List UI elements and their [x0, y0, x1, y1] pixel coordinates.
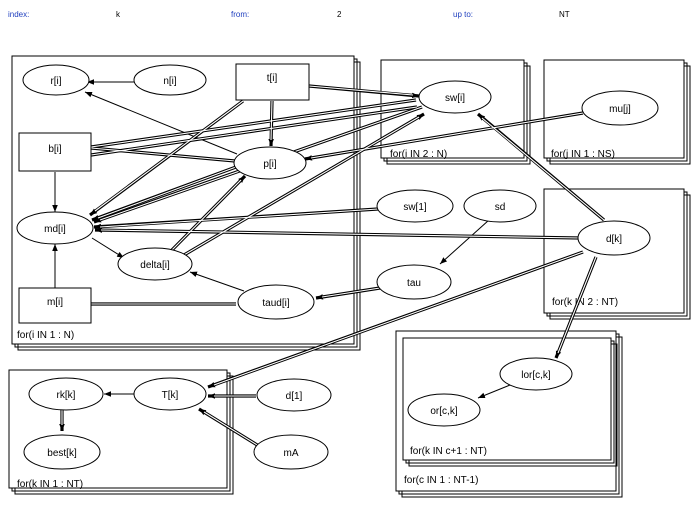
node-label-mA: mA: [284, 448, 299, 459]
plate-label-k-c1-nt: for(k IN c+1 : NT): [410, 446, 487, 457]
node-label-best-k: best[k]: [47, 448, 77, 459]
node-label-tau: tau: [407, 278, 421, 289]
node-label-or-ck: or[c,k]: [430, 406, 457, 417]
node-label-sw-i: sw[i]: [445, 93, 465, 104]
node-label-md-i: md[i]: [44, 224, 66, 235]
node-T-k[interactable]: T[k]: [133, 377, 207, 411]
node-best-k[interactable]: best[k]: [23, 434, 101, 470]
node-label-n-i: n[i]: [163, 76, 177, 87]
node-m-i[interactable]: m[i]: [18, 287, 92, 324]
edge-sd-tau: [439, 219, 490, 265]
from-label: from:: [231, 10, 250, 19]
upto-value[interactable]: NT: [559, 10, 570, 19]
node-delta-i[interactable]: delta[i]: [117, 247, 193, 281]
plate-label-k-2-nt: for(k IN 2 : NT): [552, 297, 618, 308]
from-value[interactable]: 2: [337, 10, 342, 19]
index-value[interactable]: k: [116, 10, 120, 19]
plate-label-i-1-n: for(i IN 1 : N): [17, 330, 74, 341]
stochastic-edges: [52, 79, 516, 399]
node-label-mu-j: mu[j]: [609, 104, 631, 115]
node-label-sd: sd: [495, 202, 506, 213]
node-d-k[interactable]: d[k]: [577, 220, 651, 256]
node-label-m-i: m[i]: [47, 297, 63, 308]
node-sw-1[interactable]: sw[1]: [376, 189, 454, 223]
node-lor-ck[interactable]: lor[c,k]: [499, 357, 573, 391]
node-label-rk-k: rk[k]: [57, 390, 76, 401]
node-rk-k[interactable]: rk[k]: [28, 377, 104, 411]
node-label-t-i: t[i]: [267, 73, 278, 84]
node-label-lor-ck: lor[c,k]: [521, 370, 551, 381]
node-p-i[interactable]: p[i]: [233, 146, 307, 180]
header-bar: index: k from: 2 up to: NT: [0, 0, 700, 22]
node-n-i[interactable]: n[i]: [133, 64, 207, 96]
node-label-T-k: T[k]: [162, 390, 179, 401]
node-label-d-k: d[k]: [606, 234, 622, 245]
edge-p-r: [84, 91, 238, 155]
edge-md-delta: [91, 237, 125, 259]
node-label-r-i: r[i]: [50, 76, 61, 87]
node-d-1[interactable]: d[1]: [256, 378, 332, 412]
node-r-i[interactable]: r[i]: [22, 64, 90, 96]
edge-taud-delta: [189, 271, 245, 292]
plate-label-k-1-nt: for(k IN 1 : NT): [17, 479, 83, 490]
node-t-i[interactable]: t[i]: [235, 63, 310, 101]
node-or-ck[interactable]: or[c,k]: [407, 393, 481, 427]
plate-label-i-2-n: for(i IN 2 : N): [390, 149, 447, 160]
node-label-sw-1: sw[1]: [403, 202, 427, 213]
node-sw-i[interactable]: sw[i]: [418, 80, 492, 114]
node-label-p-i: p[i]: [263, 159, 277, 170]
node-mu-j[interactable]: mu[j]: [581, 90, 659, 126]
node-sd[interactable]: sd: [463, 189, 537, 223]
upto-label: up to:: [453, 10, 474, 19]
node-label-d-1: d[1]: [286, 391, 303, 402]
edge-lor-or: [477, 382, 516, 399]
index-label: index:: [8, 10, 30, 19]
node-md-i[interactable]: md[i]: [16, 211, 94, 245]
node-label-b-i: b[i]: [48, 144, 62, 155]
plate-label-c-1-nt1: for(c IN 1 : NT-1): [404, 475, 478, 486]
node-tau[interactable]: tau: [376, 264, 452, 300]
node-b-i[interactable]: b[i]: [18, 132, 92, 172]
plate-label-j-1-ns: for(j IN 1 : NS): [551, 149, 615, 160]
node-mA[interactable]: mA: [253, 434, 329, 470]
node-label-delta-i: delta[i]: [140, 260, 170, 271]
node-label-taud-i: taud[i]: [262, 298, 289, 309]
node-taud-i[interactable]: taud[i]: [237, 284, 315, 320]
